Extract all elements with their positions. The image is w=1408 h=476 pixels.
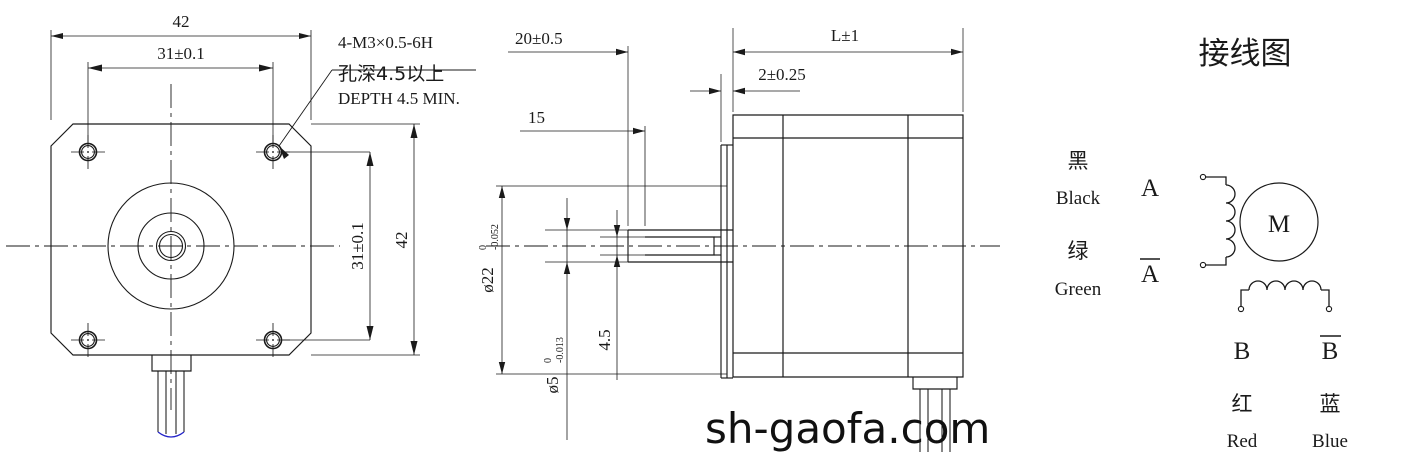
dim-pilot-diameter: ø22 <box>478 267 497 293</box>
dim-flat-depth: 4.5 <box>595 329 614 350</box>
dim-pilot-tol-lower: -0.052 <box>490 224 501 250</box>
lead-red-phase: B <box>1234 338 1251 365</box>
dim-flange-thickness: 2±0.25 <box>758 65 806 84</box>
note-line-1: 4-M3×0.5-6H <box>338 33 433 52</box>
wiring-diagram-title: 接线图 <box>1199 36 1292 72</box>
lead-black-cn: 黑 <box>1068 149 1089 173</box>
wire-ends <box>157 431 185 438</box>
terminal-a-bar <box>1199 261 1207 269</box>
lead-black-en: Black <box>1056 188 1101 209</box>
lead-green-phase: A <box>1141 261 1159 288</box>
dim-front-width-42: 42 <box>173 12 190 31</box>
dim-front-height-42: 42 <box>392 232 411 249</box>
dim-shaft-diameter: ø5 <box>543 377 562 394</box>
coil-phase-b <box>1240 280 1330 307</box>
dim-body-length: L±1 <box>831 26 859 45</box>
terminal-b <box>1237 305 1245 313</box>
dim-shaft-usable: 15 <box>528 108 545 127</box>
lead-black-phase: A <box>1141 175 1159 202</box>
dim-front-bolt-height: 31±0.1 <box>348 222 367 270</box>
lead-green-en: Green <box>1055 279 1102 300</box>
lead-green-cn: 绿 <box>1068 239 1089 263</box>
terminal-a <box>1199 173 1207 181</box>
lead-blue-en: Blue <box>1312 431 1348 452</box>
dim-shaft-tol-lower: -0.013 <box>555 337 566 363</box>
dim-pilot-tol-upper: 0 <box>478 245 489 250</box>
dim-shaft-length: 20±0.5 <box>515 29 563 48</box>
lead-blue-phase: B <box>1322 338 1339 365</box>
dim-front-bolt-width: 31±0.1 <box>157 44 205 63</box>
lead-red-en: Red <box>1227 431 1258 452</box>
motor-symbol-circle <box>1239 182 1319 262</box>
coil-phase-a <box>1204 176 1236 266</box>
dim-shaft-tol-upper: 0 <box>543 358 554 363</box>
note-line-3: DEPTH 4.5 MIN. <box>338 89 460 108</box>
lead-red-cn: 红 <box>1232 392 1253 416</box>
lead-blue-cn: 蓝 <box>1320 392 1341 416</box>
terminal-b-bar <box>1325 305 1333 313</box>
motor-symbol-label: M <box>1268 211 1290 238</box>
lead-wires <box>157 371 185 434</box>
watermark: sh-gaofa.com <box>705 404 991 453</box>
note-line-2: 孔深4.5以上 <box>338 63 444 85</box>
